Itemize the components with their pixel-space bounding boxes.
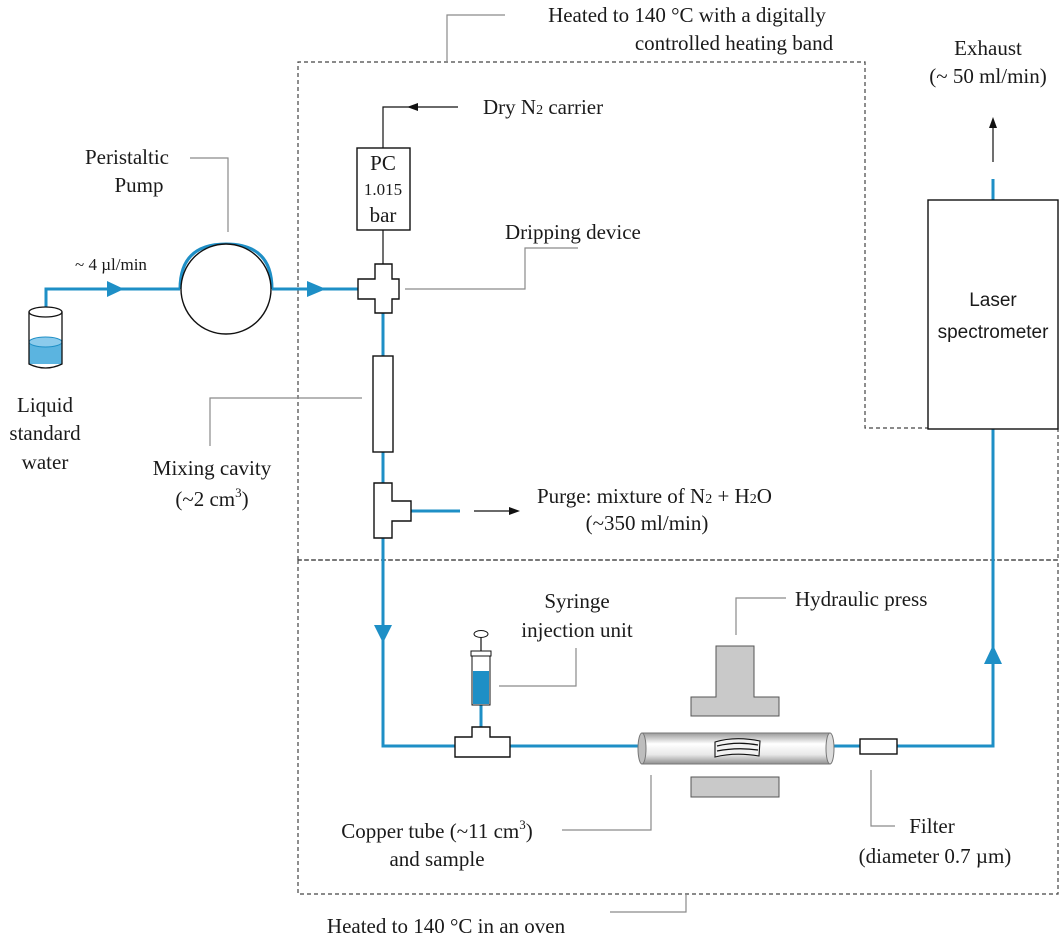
pc-label-line1: PC: [370, 151, 396, 175]
laser-label-line1: Laser: [969, 290, 1017, 311]
mixing-label-line1: Mixing cavity: [153, 456, 272, 480]
filter-label-line1: Filter: [909, 814, 955, 838]
liquid-label-line3: water: [22, 450, 69, 474]
sample-icon: [714, 738, 761, 758]
liquid-label-line2: standard: [9, 421, 81, 445]
purge-label-line2: (~350 ml/min): [586, 511, 709, 535]
flow-rate-label: ~ 4 µl/min: [75, 255, 147, 274]
syringe-leader: [499, 648, 577, 687]
purge-arrow-icon: [474, 507, 520, 515]
laser-spectrometer-box: [927, 199, 1059, 430]
pc-label-line2: 1.015: [364, 180, 402, 199]
pump-leader: [190, 157, 229, 232]
liquid-label-line1: Liquid: [17, 393, 73, 417]
syringe-label-line1: Syringe: [544, 589, 609, 613]
heated-band-label-line2: controlled heating band: [635, 31, 834, 55]
exhaust-label-line2: (~ 50 ml/min): [929, 64, 1047, 88]
flow-arrow-icon: [107, 281, 124, 297]
purge-label-line1: Purge: mixture of N2 + H2O: [537, 484, 772, 508]
laser-label-line2: spectrometer: [938, 322, 1050, 343]
pressure-controller-box: [356, 147, 411, 231]
pc-label-line3: bar: [370, 203, 397, 227]
exhaust-label-line1: Exhaust: [954, 36, 1022, 60]
flow-arrow-icon: [374, 625, 392, 643]
syringe-icon: [470, 630, 492, 706]
hydraulic-press-bottom: [690, 776, 780, 798]
pump-label-line2: Pump: [114, 173, 163, 197]
injection-tee: [454, 726, 511, 758]
heated-band-label-line1: Heated to 140 °C with a digitally: [548, 3, 826, 27]
copper-tube-leader: [562, 775, 652, 831]
filter-leader: [870, 770, 895, 827]
mixing-cavity: [372, 355, 394, 453]
copper-tube-label-line2: and sample: [389, 847, 484, 871]
dry-n2-label: Dry N2 carrier: [483, 95, 603, 119]
heated-band-leader: [446, 14, 505, 62]
dripping-device-label: Dripping device: [505, 220, 641, 244]
filter-label-line2: (diameter 0.7 µm): [859, 844, 1012, 868]
water-beaker-icon: [28, 306, 63, 369]
flow-arrow-icon: [307, 281, 326, 297]
mixing-cavity-leader: [209, 397, 362, 446]
filter-icon: [859, 738, 898, 755]
dripping-device-tee: [357, 263, 400, 314]
peristaltic-pump-icon: [180, 243, 272, 335]
pump-label-line1: Peristaltic: [85, 145, 169, 169]
oven-label: Heated to 140 °C in an oven: [327, 914, 566, 938]
copper-tube-label-line1: Copper tube (~11 cm3): [341, 817, 532, 843]
purge-tee: [373, 482, 412, 539]
hydraulic-press-top: [690, 645, 780, 717]
dripping-device-leader: [405, 247, 578, 290]
oven-leader: [610, 894, 687, 913]
hydraulic-press-label: Hydraulic press: [795, 587, 927, 611]
exhaust-arrow-icon: [989, 117, 997, 162]
mixing-label-line2: (~2 cm3): [175, 485, 248, 511]
syringe-label-line2: injection unit: [521, 618, 633, 642]
hydraulic-press-leader: [735, 597, 786, 635]
dry-n2-arrow-icon: [382, 103, 458, 148]
flow-arrow-icon: [984, 645, 1002, 664]
oven-zone: [297, 559, 1059, 895]
